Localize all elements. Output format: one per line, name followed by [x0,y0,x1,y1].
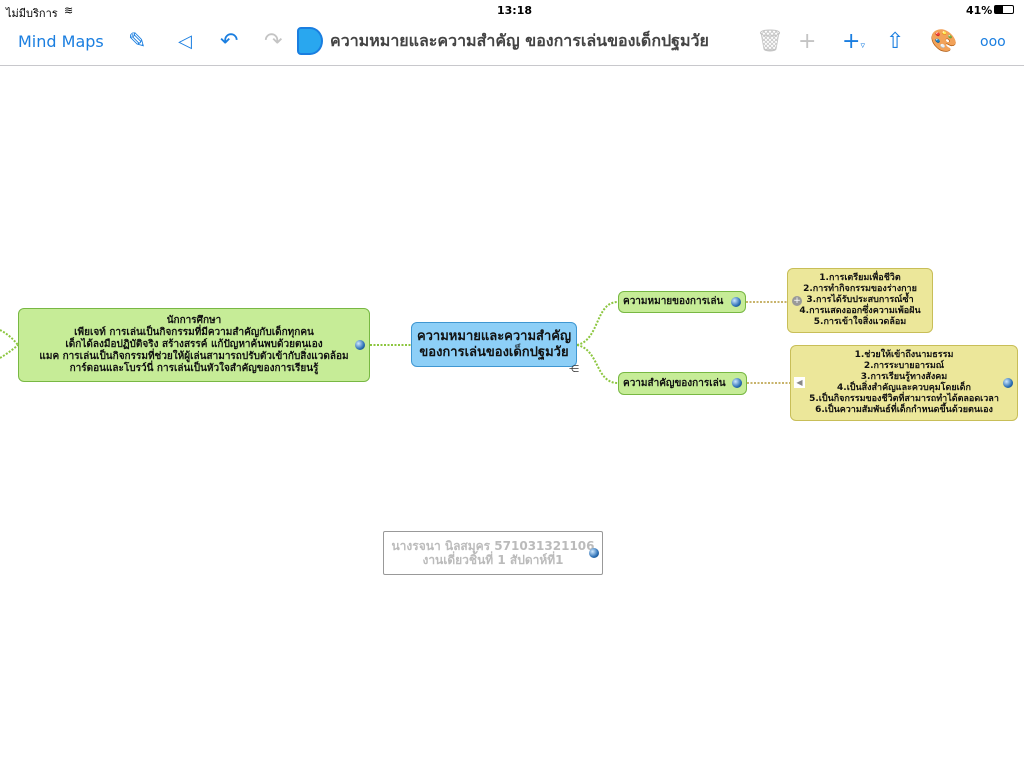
list-item: 4.เป็นสิ่งสำคัญและควบคุมโดยเด็ก [837,383,971,393]
branch-importance[interactable]: ความสำคัญของการเล่น [618,372,747,395]
note-line: นางรจนา นิลสมุคร 571031321106 [391,539,595,553]
mind-maps-back-button[interactable]: Mind Maps [18,32,104,51]
list-item: 2.การทำกิจกรรมของร่างกาย [803,284,917,294]
battery-icon [994,5,1014,14]
list-item: 3.การเรียนรู้ทางสังคม [860,372,948,382]
list-item: 1.ช่วยให้เข้าถึงนามธรรม [854,350,954,360]
list-item: 3.การได้รับประสบการณ์ซ้ำ [806,295,914,305]
node-line: เพียเจท์ การเล่นเป็นกิจกรรมที่มีความสำคั… [74,327,314,338]
branch-label: ความหมายของการเล่น [623,296,724,307]
globe-icon[interactable] [589,548,599,558]
arrow-left-icon[interactable]: ◀ [794,377,805,388]
collapse-handle-icon[interactable]: ⋲ [569,364,579,375]
list-item: 1.การเตรียมเพื่อชีวิต [819,273,901,283]
palette-icon[interactable]: 🎨 [930,29,958,54]
add-icon[interactable]: + [798,29,817,54]
share-icon[interactable]: ⇧ [886,29,905,54]
list-item: 4.การแสดงออกซึ่งความเพ้อฝัน [799,306,921,316]
node-line: เด็กได้ลงมือปฏิบัติจริง สร้างสรรค์ แก้ปั… [65,339,323,350]
carrier: ไม่มีบริการ [6,7,58,20]
list-item: 6.เป็นความสัมพันธ์ที่เด็กกำหนดขึ้นด้วยตน… [815,405,993,415]
globe-icon[interactable] [731,297,741,307]
node-educators[interactable]: นักการศึกษา เพียเจท์ การเล่นเป็นกิจกรรมท… [18,308,370,382]
node-line: นักการศึกษา [166,315,222,326]
list-item: 2.การระบายอารมณ์ [863,361,945,371]
globe-icon[interactable] [1003,378,1013,388]
undo-icon[interactable]: ↶ [220,29,239,54]
edit-icon[interactable]: ✎ [128,29,147,54]
meaning-list[interactable]: 1.การเตรียมเพื่อชีวิต 2.การทำกิจกรรมของร… [787,268,933,333]
collapse-icon[interactable]: ◁ [178,31,192,52]
expand-icon[interactable]: + [792,296,802,306]
clock: 13:18 [497,4,533,17]
toolbar: Mind Maps ✎ ◁ ↶ ↷ ความหมายและความสำคัญ ข… [0,20,1024,66]
globe-icon[interactable] [732,378,742,388]
author-note[interactable]: นางรจนา นิลสมุคร 571031321106 งานเดี่ยวช… [383,531,603,575]
node-shape-icon[interactable] [297,27,323,55]
add-child-icon[interactable]: +▿ [842,29,865,54]
node-line: แมค การเล่นเป็นกิจกรรมที่ช่วยให้ผู้เล่นส… [39,351,349,362]
document-title[interactable]: ความหมายและความสำคัญ ของการเล่นของเด็กปฐ… [330,31,709,50]
central-topic[interactable]: ความหมายและความสำคัญ ของการเล่นของเด็กปฐ… [411,322,577,367]
redo-icon[interactable]: ↷ [264,29,283,54]
trash-icon[interactable]: 🗑 [756,29,784,54]
status-bar: ไม่มีบริการ ≋ 13:18 41% [0,0,1024,20]
list-item: 5.การเข้าใจสิ่งแวดล้อม [813,317,907,327]
globe-icon[interactable] [355,340,365,350]
node-line: การ์ดอนและโบรว์นี่ การเล่นเป็นหัวใจสำคัญ… [69,363,319,374]
list-item: 5.เป็นกิจกรรมของชีวิตที่สามารถทำได้ตลอดเ… [809,394,999,404]
note-line: งานเดี่ยวชิ้นที่ 1 สัปดาห์ที่1 [422,553,564,567]
battery-percent: 41% [966,4,993,17]
branch-label: ความสำคัญของการเล่น [623,377,726,389]
more-icon[interactable]: ooo [980,34,1006,50]
wifi-icon: ≋ [64,4,74,17]
branch-meaning[interactable]: ความหมายของการเล่น [618,291,746,313]
importance-list[interactable]: 1.ช่วยให้เข้าถึงนามธรรม 2.การระบายอารมณ์… [790,345,1018,421]
